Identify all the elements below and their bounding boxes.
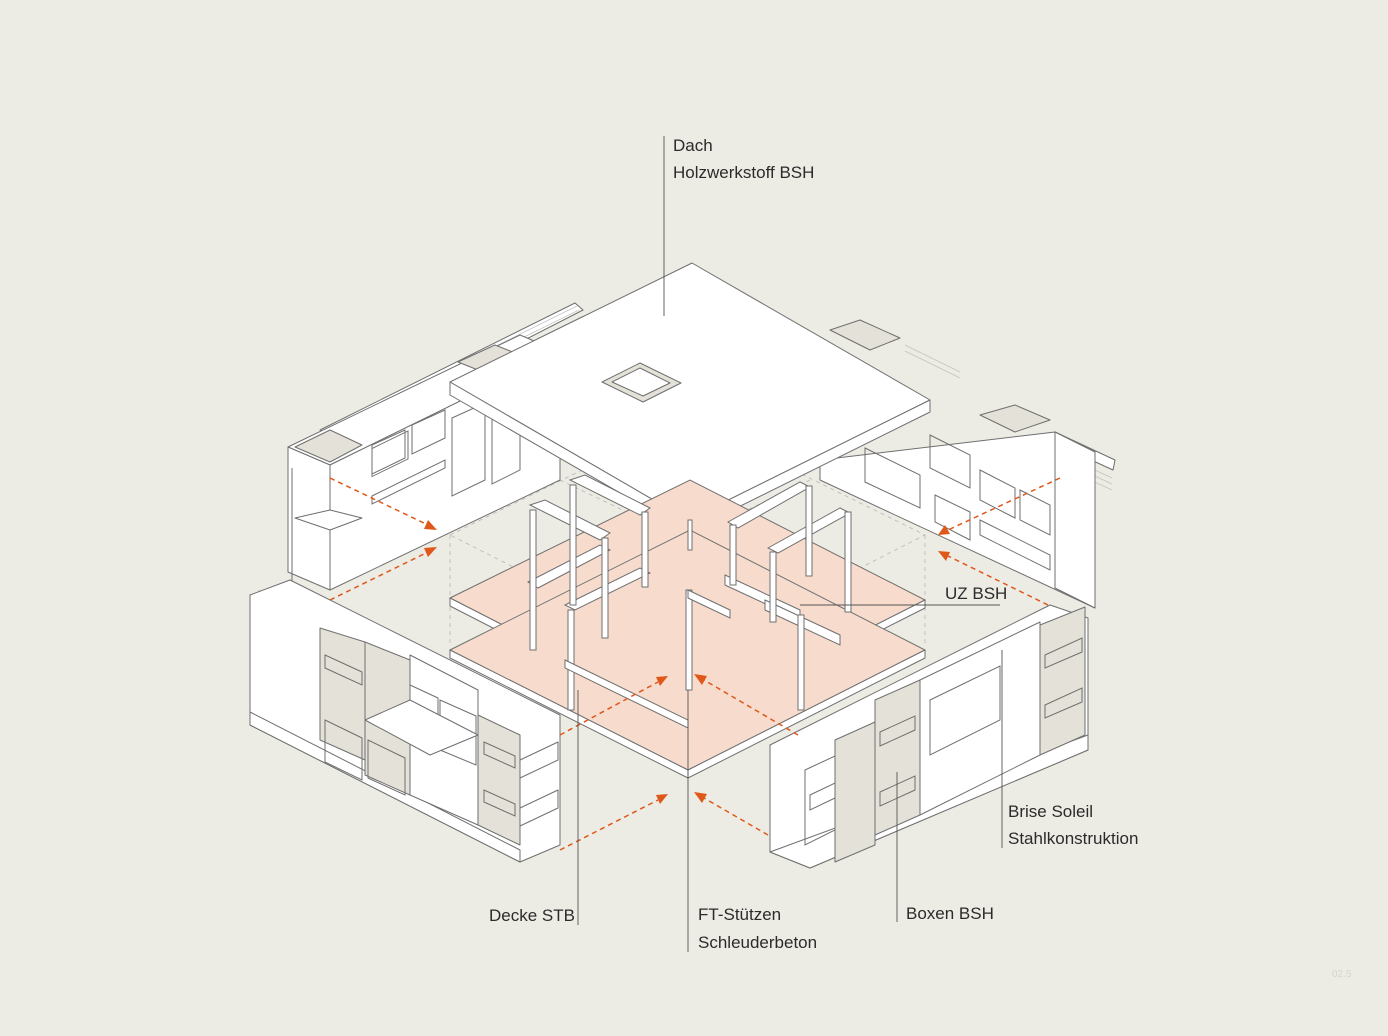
assembly-arrows [329,477,1061,851]
arrow-back-left-lower [329,551,429,601]
label-dach-line1: Dach [673,136,713,155]
arrow-back-left-upper [329,477,429,526]
arrow-front-left-lower [559,799,659,851]
label-decke: Decke STB [489,906,575,925]
arrow-front-right-upper [703,679,799,736]
page-number: 02.5 [1332,969,1352,980]
label-ft-line2: Schleuderbeton [698,933,817,952]
box-module-front-right [769,604,1089,869]
label-uz: UZ BSH [945,584,1007,603]
label-dach-line2: Holzwerkstoff BSH [673,163,814,182]
leader-lines [577,136,1003,952]
arrow-back-right-upper [947,477,1061,531]
label-brise-line1: Brise Soleil [1008,802,1093,821]
box-module-front-left [249,579,561,863]
box-module-back-right [819,319,1116,609]
arrow-front-left-upper [559,681,659,736]
label-ft-line1: FT-Stützen [698,905,781,924]
arrow-back-right-lower [947,555,1049,606]
arrow-front-right-lower [703,797,769,836]
columns-and-beams [526,474,852,729]
label-brise-line2: Stahlkonstruktion [1008,829,1138,848]
label-boxen: Boxen BSH [906,904,994,923]
roof-slab [449,262,931,533]
